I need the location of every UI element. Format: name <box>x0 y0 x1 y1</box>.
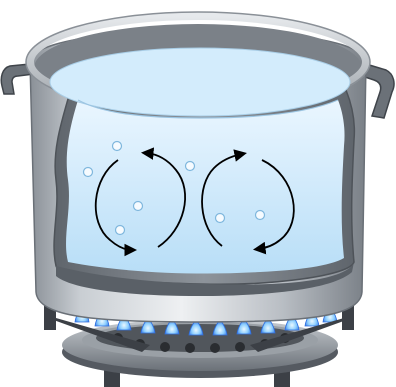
bubble-icon <box>114 224 126 236</box>
convection-arrow-left-upper <box>140 147 186 248</box>
water-surface <box>49 47 351 117</box>
grate-bar-left <box>48 318 150 352</box>
pot-floor <box>56 262 354 296</box>
bubble-icon <box>214 212 226 224</box>
convection-cells <box>94 147 295 257</box>
grate-bar-right <box>250 318 352 352</box>
water <box>66 100 345 274</box>
bubble-icon <box>111 140 123 152</box>
handle-right <box>361 63 395 119</box>
convection-arrow-right-lower <box>252 159 295 255</box>
convection-arrow-right-upper <box>201 149 247 247</box>
bubble-icon <box>82 166 94 178</box>
bubble-icon <box>132 200 144 212</box>
convection-arrow-left-lower <box>94 159 138 257</box>
pot <box>0 11 395 323</box>
bubble-icon <box>254 209 266 221</box>
bubble-group <box>82 140 266 236</box>
handle-left <box>0 63 36 95</box>
bubble-icon <box>184 160 196 172</box>
burner <box>44 300 354 387</box>
